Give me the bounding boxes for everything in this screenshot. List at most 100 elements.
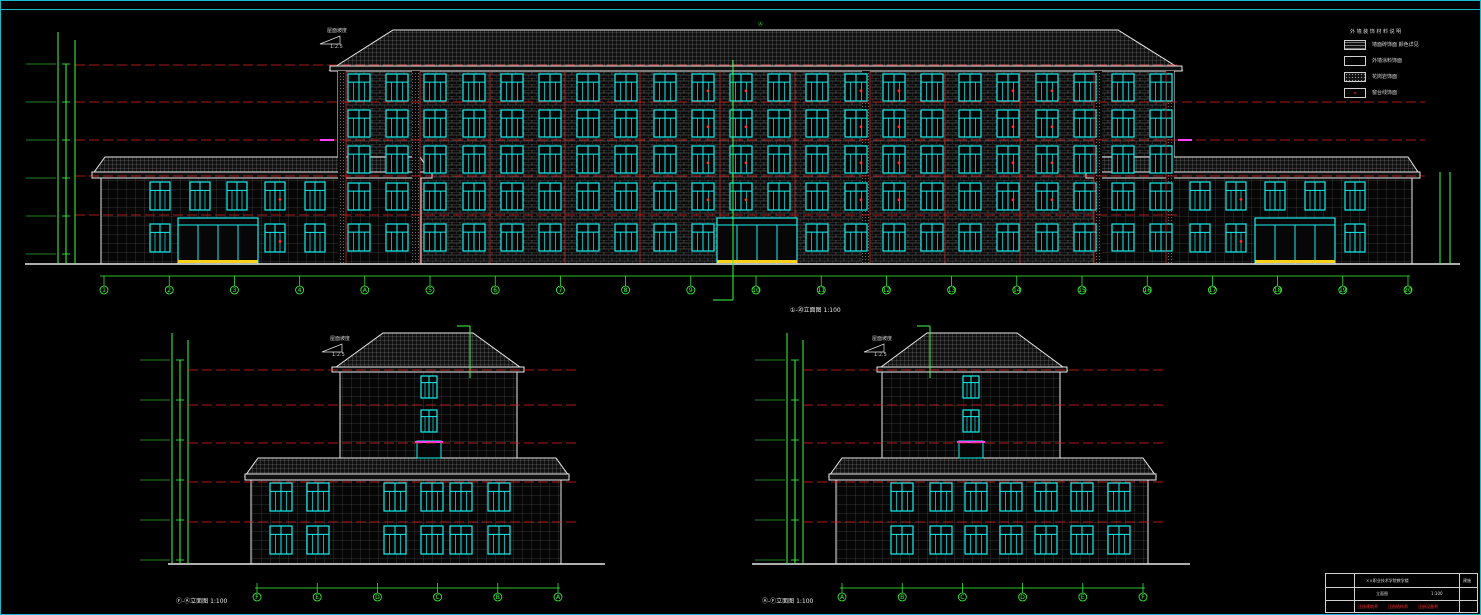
window xyxy=(958,73,982,102)
axis-bubble: 1 xyxy=(99,285,109,295)
tb-project: ××职业技术学院教学楼 xyxy=(1366,578,1409,583)
window xyxy=(149,223,171,253)
window xyxy=(462,182,486,211)
window xyxy=(1149,73,1173,102)
axis-label: C xyxy=(435,594,439,601)
window xyxy=(423,182,447,211)
axis-bubble: C xyxy=(958,592,967,602)
right-elev-lower-roof xyxy=(828,457,1157,477)
legend-label: 墙面砖饰面 颜色详见 xyxy=(1372,42,1419,48)
window xyxy=(423,223,447,252)
window xyxy=(1035,109,1059,138)
window xyxy=(920,182,944,211)
window xyxy=(1034,525,1058,555)
window xyxy=(462,223,486,252)
window xyxy=(420,375,438,399)
window xyxy=(614,109,638,138)
window xyxy=(576,182,600,211)
left-wing-wall xyxy=(100,177,422,265)
window xyxy=(385,109,409,138)
axis-label: E xyxy=(315,594,319,601)
window xyxy=(920,223,944,252)
left-elevation-caption: Ⓕ-Ⓐ立面图 1:100 xyxy=(176,598,228,605)
tb-drawing-name: 立面图 xyxy=(1376,591,1388,596)
axis-label: 19 xyxy=(1339,287,1347,294)
window xyxy=(767,182,791,211)
window xyxy=(890,482,914,512)
window xyxy=(1149,109,1173,138)
legend-swatch-grid xyxy=(1344,40,1366,50)
roof-note: 屋面坡度 xyxy=(327,27,347,34)
axis-label: C xyxy=(960,594,964,601)
window xyxy=(269,525,293,555)
axis-bubble: 12 xyxy=(882,285,891,295)
window xyxy=(1107,482,1131,512)
axis-label: 11 xyxy=(817,287,825,294)
window xyxy=(614,73,638,102)
window xyxy=(767,73,791,102)
roof-note-left: 屋面坡度 xyxy=(330,335,350,342)
tb-stamp: 注册结构师 xyxy=(1388,604,1408,609)
axis-label: 20 xyxy=(1404,287,1412,294)
axis-bubble: 18 xyxy=(1273,285,1282,295)
window xyxy=(1189,181,1211,211)
axis-bubble: 3 xyxy=(229,285,239,295)
window xyxy=(423,73,447,102)
window xyxy=(1035,73,1059,102)
window xyxy=(1073,109,1097,138)
window xyxy=(653,109,677,138)
window xyxy=(1111,182,1135,211)
main-eave xyxy=(329,65,1183,72)
window xyxy=(962,409,980,433)
pilaster xyxy=(338,71,346,264)
left-elev-windows xyxy=(269,375,511,555)
window xyxy=(500,109,524,138)
window xyxy=(844,109,868,138)
legend-item: 墙面砖饰面 颜色详见 xyxy=(1340,40,1458,52)
window xyxy=(920,145,944,174)
axis-label: F xyxy=(1141,594,1145,601)
window xyxy=(729,182,753,211)
window xyxy=(614,145,638,174)
window xyxy=(420,409,438,433)
window xyxy=(304,223,326,253)
window xyxy=(614,182,638,211)
window xyxy=(729,73,753,102)
window xyxy=(882,223,906,252)
axis-label: 3 xyxy=(232,287,236,294)
window xyxy=(1073,73,1097,102)
window xyxy=(691,223,715,252)
window xyxy=(1070,525,1094,555)
legend-swatch-dots xyxy=(1344,72,1366,82)
window xyxy=(691,182,715,211)
roof-note-right: 屋面坡度 xyxy=(872,335,892,342)
axis-label: 10 xyxy=(752,287,760,294)
window xyxy=(306,525,330,555)
axis-bubble: 6 xyxy=(490,285,500,295)
left-wing-eave xyxy=(91,171,433,179)
axis-label: 1 xyxy=(102,287,106,294)
window xyxy=(729,145,753,174)
main-elevation-caption: ①-⑳立面图 1:100 xyxy=(790,307,841,314)
axis-label: 13 xyxy=(948,287,956,294)
window xyxy=(487,525,511,555)
legend-item: 外墙涂料饰面 xyxy=(1340,56,1458,68)
window xyxy=(1264,181,1286,211)
tb-sheet: 建施 xyxy=(1463,578,1471,583)
window xyxy=(1344,181,1366,211)
window xyxy=(996,223,1020,252)
right-elev-windows xyxy=(890,375,1131,555)
pilaster xyxy=(1094,71,1102,264)
window xyxy=(929,482,953,512)
window xyxy=(576,223,600,252)
window xyxy=(844,223,868,252)
legend-item: 窗台线饰面 xyxy=(1340,88,1458,100)
window xyxy=(304,181,326,211)
main-floor-lines xyxy=(75,64,1425,264)
